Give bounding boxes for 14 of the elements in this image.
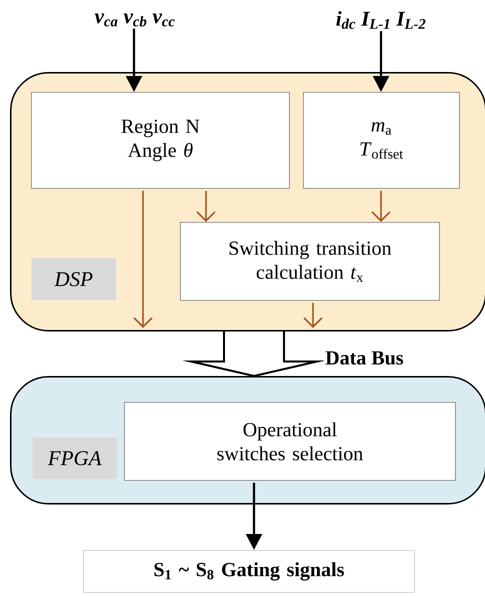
arrow <box>196 190 216 222</box>
signal-label: i$_{dc}$ I$_{L-1}$ I$_{L-2}$ <box>336 11 426 29</box>
unit-tag: FPGA <box>32 437 118 480</box>
edge-label: Data Bus <box>324 350 405 366</box>
arrow <box>133 190 153 328</box>
signal-label: v$_{ca}$ v$_{cb}$ v$_{cc}$ <box>94 14 175 26</box>
arrow <box>371 190 391 222</box>
process-box: Switching transition calculation t$_{x}$ <box>180 222 440 301</box>
unit-tag: DSP <box>31 258 116 300</box>
process-box: Region N Angle θ <box>31 92 290 189</box>
arrow <box>303 302 323 328</box>
output-box: S$_{1}$ ~ S$_{8}$ Gating signals <box>83 550 415 593</box>
process-box: Operational switches selection <box>124 402 456 481</box>
process-box: m$_{a}$ T$_{offset}$ <box>303 92 460 189</box>
